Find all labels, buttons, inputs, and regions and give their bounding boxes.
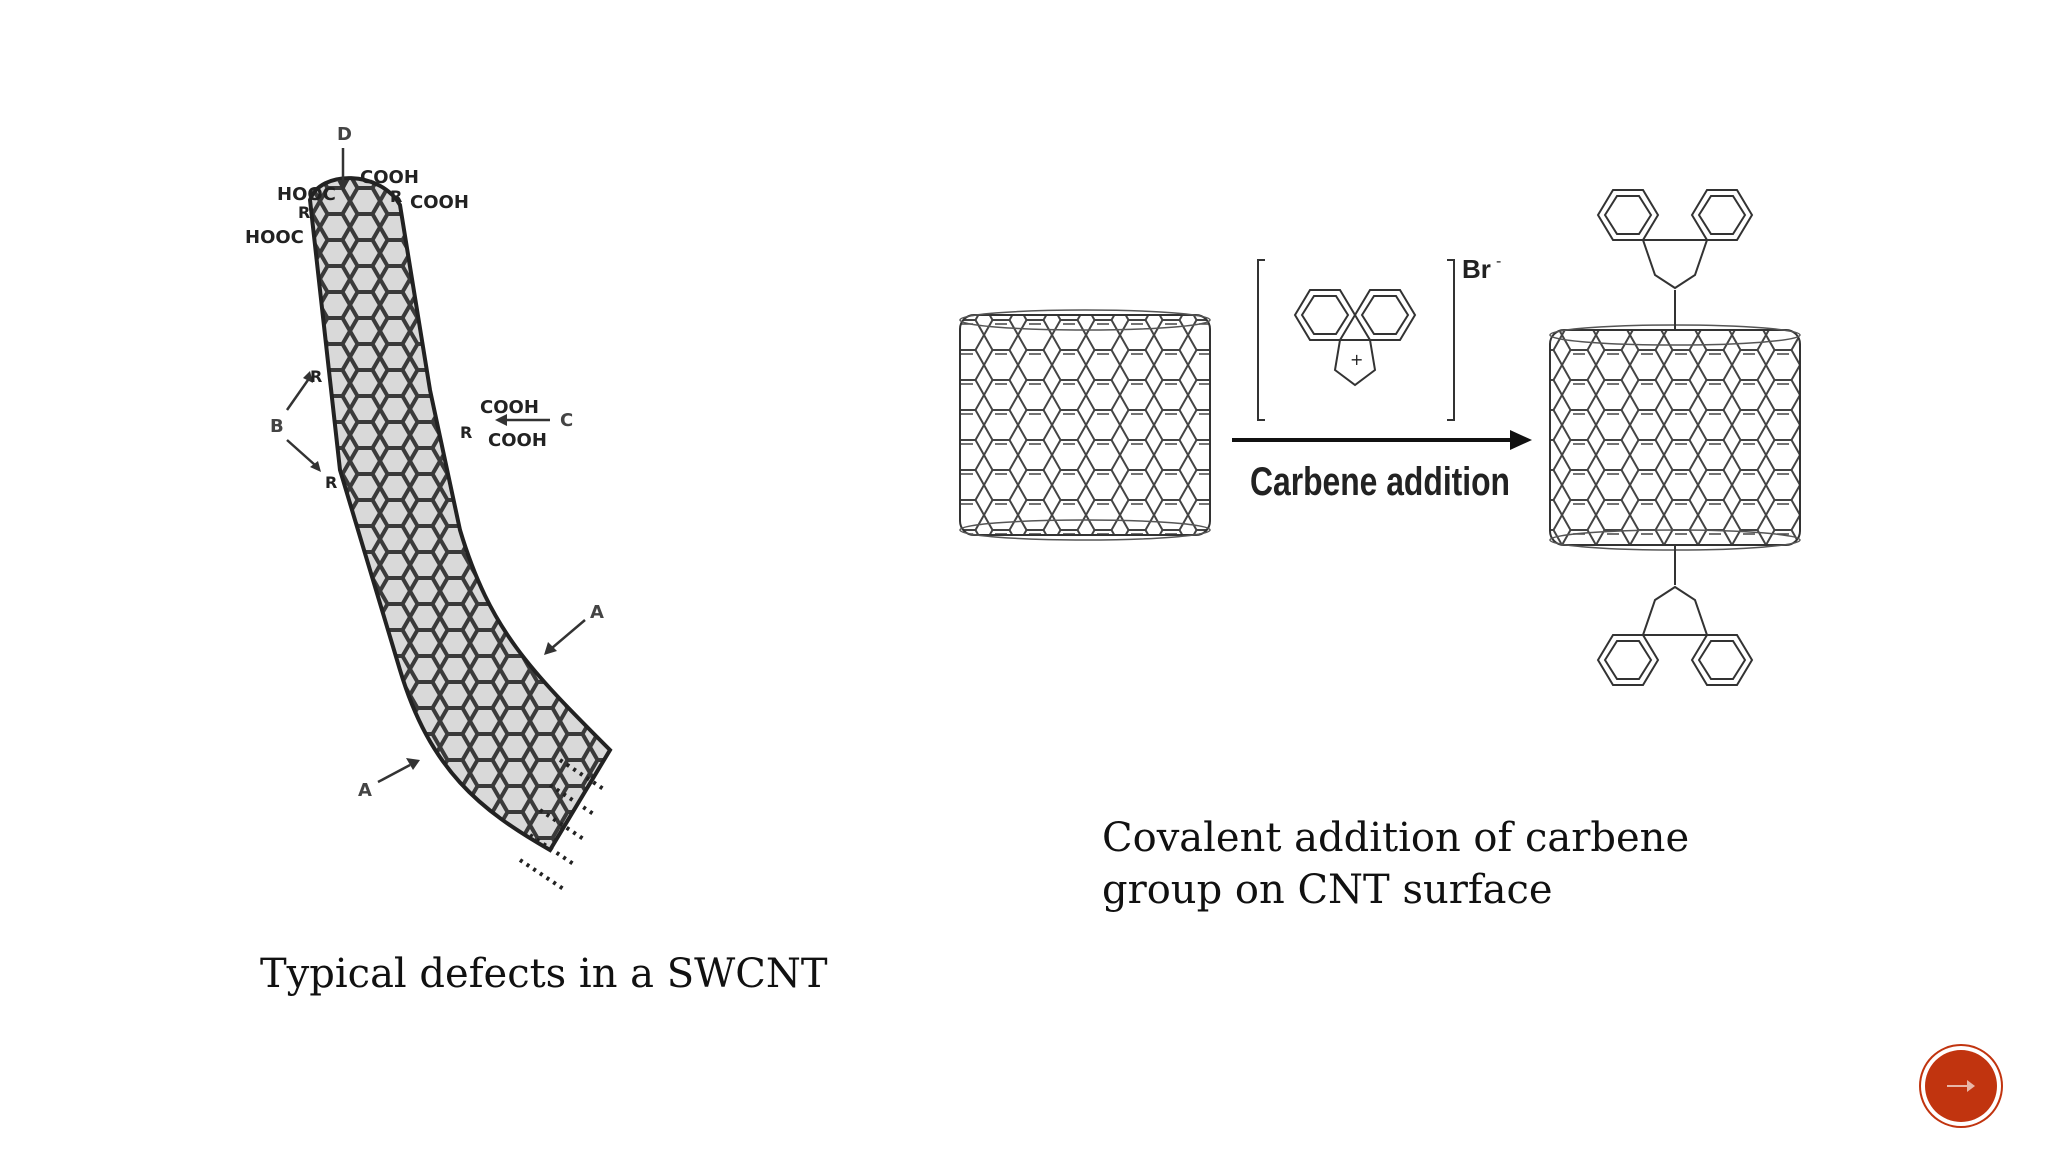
label-r-5: R <box>325 473 337 492</box>
cation-charge: + <box>1350 350 1363 369</box>
label-hooc-2: HOOC <box>245 227 304 248</box>
caption-swcnt-defects: Typical defects in a SWCNT <box>260 951 828 997</box>
fluorenyl-cation: + <box>1257 259 1455 421</box>
tube-end-dashes <box>518 758 607 892</box>
label-a-upper: A <box>590 602 604 623</box>
arrow-heads <box>303 180 557 770</box>
cnt-product <box>1549 290 1801 585</box>
label-cooh-3: COOH <box>480 397 539 418</box>
label-hooc-1: HOOC <box>277 184 336 205</box>
swcnt-defects-diagram: HOOC HOOC COOH COOH COOH COOH R R R R R … <box>245 124 613 892</box>
label-c: C <box>560 410 573 431</box>
cnt-reactant <box>959 309 1211 541</box>
reaction-arrow <box>1232 430 1532 450</box>
label-d: D <box>337 124 352 145</box>
fluorene-bottom <box>1596 585 1754 686</box>
label-r-2: R <box>390 187 402 206</box>
counter-ion-charge: - <box>1496 253 1501 270</box>
label-a-lower: A <box>358 780 372 801</box>
label-r-3: R <box>310 367 322 386</box>
carbene-addition-diagram: + Br - Carbene addition <box>959 189 1801 686</box>
fluorene-top <box>1596 189 1754 290</box>
label-cooh-2: COOH <box>410 192 469 213</box>
caption-line-1: Covalent addition of carbene <box>1102 815 1690 861</box>
label-r-4: R <box>460 423 472 442</box>
label-cooh-4: COOH <box>488 430 547 451</box>
next-slide-button[interactable] <box>1925 1050 1997 1122</box>
label-b: B <box>270 416 284 437</box>
caption-line-2: group on CNT surface <box>1102 867 1553 913</box>
arrow-icon <box>1947 1080 1975 1092</box>
reaction-label: Carbene addition <box>1250 460 1510 504</box>
caption-carbene-addition: Covalent addition of carbene group on CN… <box>1102 812 1762 916</box>
label-cooh-1: COOH <box>360 167 419 188</box>
label-r-1: R <box>298 203 310 222</box>
counter-ion: Br <box>1462 254 1491 284</box>
annotation-arrows <box>285 148 586 784</box>
